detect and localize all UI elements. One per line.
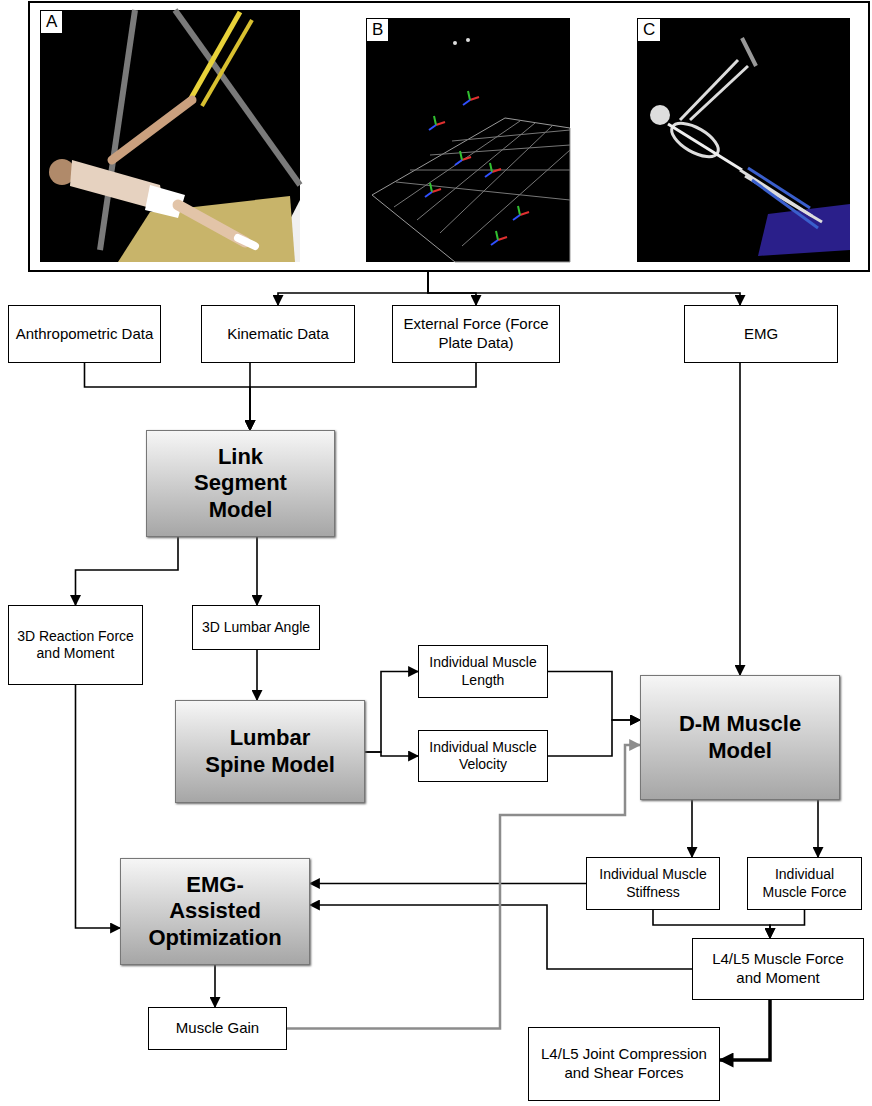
box-label: Individual Muscle Stiffness [593,866,713,901]
skeleton-spine [668,124,742,170]
box-label: 3D Lumbar Angle [202,619,310,637]
subject-shoe [238,238,255,246]
photo-background [637,18,850,262]
data-box: External Force (Force Plate Data) [392,305,560,363]
photo-background [366,18,570,262]
box-label: EMG [744,325,778,344]
model-box: Lumbar Spine Model [175,700,365,803]
muscle [752,180,818,228]
handle [742,38,756,66]
data-box: L4/L5 Muscle Force and Moment [692,938,864,1000]
frame-pole [100,10,135,250]
flow-arrow [76,685,121,928]
flow-arrow [256,650,258,700]
data-box: Individual Muscle Length [418,645,548,698]
data-box: Kinematic Data [201,305,355,363]
muscle [748,168,810,208]
flow-arrow [214,965,216,1007]
marker-triad [455,151,471,165]
figure-panel: A B C [28,1,870,272]
flow-arrow [76,537,179,605]
flow-arrow [770,910,805,938]
box-label: Anthropometric Data [16,325,154,344]
data-box: EMG [684,305,838,363]
box-label: EMG-Assisted Optimization [145,872,285,951]
flow-arrow [739,363,741,675]
marker-triad [429,116,445,130]
data-box: Individual Muscle Velocity [418,730,548,782]
panel-letter: C [638,19,660,41]
panel-letter: B [367,19,388,41]
box-label: L4/L5 Muscle Force and Moment [699,950,857,988]
marker-triad [491,231,507,245]
marker-triad [485,163,501,177]
flow-arrow [653,910,770,938]
box-label: Link Segment Model [171,444,310,523]
flow-arrow [365,752,418,756]
box-label: Kinematic Data [227,325,329,344]
box-label: Individual Muscle Length [425,654,541,689]
subject-arm [112,100,192,160]
box-label: Individual Muscle Velocity [425,739,541,774]
box-label: D-M Muscle Model [665,711,815,764]
flow-arrow [691,800,693,857]
floor-grid [372,118,570,262]
data-box: L4/L5 Joint Compression and Shear Forces [528,1027,720,1101]
data-box: 3D Lumbar Angle [192,605,320,650]
marker-dot [466,38,470,42]
flow-arrow [548,672,640,721]
skeleton-arm [690,66,748,120]
flow-arrow [256,537,258,605]
flow-arrow [365,672,418,753]
skeleton-arm [680,60,738,120]
data-box: Muscle Gain [148,1007,287,1050]
marker-triad [463,91,479,105]
model-box: Link Segment Model [146,430,335,537]
floor-grid [394,121,570,246]
suspension-strap [202,20,252,106]
flow-arrow [428,272,740,305]
data-box: Individual Muscle Force [747,857,862,910]
photo-background [40,10,300,262]
data-box: Anthropometric Data [8,305,161,363]
flow-arrow [428,272,476,305]
box-label: L4/L5 Joint Compression and Shear Forces [535,1045,713,1083]
data-box: 3D Reaction Force and Moment [8,605,143,685]
skeleton-skull [650,105,670,125]
flow-arrow [720,1000,770,1060]
box-label: Muscle Gain [176,1019,259,1038]
model-box: D-M Muscle Model [640,675,840,800]
flow-arrow [817,800,819,857]
flow-arrow [250,363,476,430]
flow-arrow [278,272,428,305]
marker-triad [513,206,529,220]
flow-arrow [310,883,586,885]
data-box: Individual Muscle Stiffness [586,857,720,910]
marker-triad [425,183,441,197]
box-label: External Force (Force Plate Data) [399,315,553,353]
flow-arrow [85,363,251,430]
marker-dot [453,41,457,45]
box-label: Lumbar Spine Model [200,725,340,778]
box-label: 3D Reaction Force and Moment [15,628,136,663]
model-box: EMG-Assisted Optimization [120,858,310,965]
panel-letter: A [41,11,62,33]
box-label: Individual Muscle Force [754,866,855,901]
